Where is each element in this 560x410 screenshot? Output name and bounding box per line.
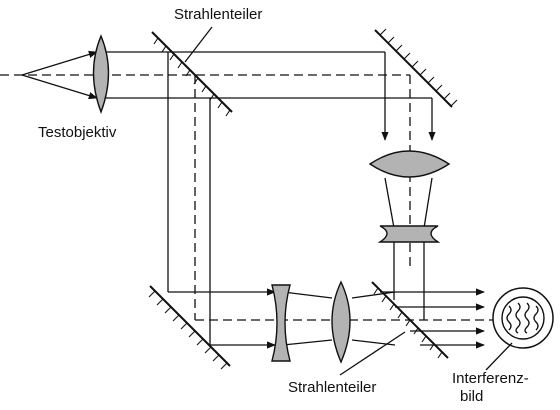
test-objective-lens	[92, 34, 110, 114]
label-beamsplitter-top: Strahlenteiler	[174, 6, 263, 23]
telescope-concave-lens	[377, 225, 441, 243]
label-interference-line1: Interferenz-	[452, 370, 529, 387]
beamsplitter-top	[151, 31, 233, 117]
source-rays	[21, 50, 98, 100]
telescope-convex-lens	[368, 150, 451, 178]
beamsplitter-bottom	[371, 281, 449, 359]
output-beam	[380, 288, 485, 349]
leader-lines	[184, 26, 513, 376]
mirror-bottom-left	[148, 285, 231, 370]
test-beam	[384, 177, 433, 320]
interference-image	[492, 287, 554, 349]
concave-lens-bottom	[271, 284, 291, 362]
convex-lens-bottom	[331, 280, 351, 364]
mirror-top-right	[374, 28, 458, 108]
label-test-objective: Testobjektiv	[38, 124, 117, 141]
label-beamsplitter-bottom: Strahlenteiler	[288, 379, 377, 396]
reference-beam	[167, 52, 396, 349]
top-beam	[97, 51, 436, 141]
label-interference-line2: bild	[460, 388, 484, 405]
